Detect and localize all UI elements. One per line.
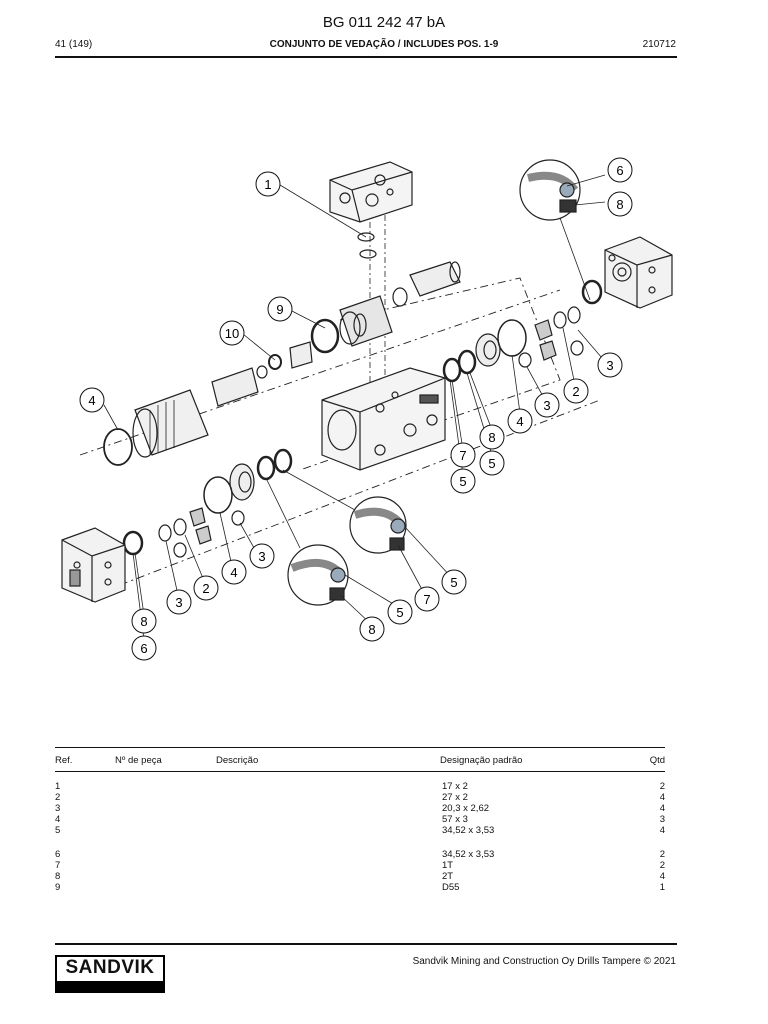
- seal-8-left: [273, 448, 293, 474]
- callout-8-left: 8: [131, 608, 157, 634]
- detail-view-top: [519, 159, 591, 301]
- svg-text:3: 3: [258, 549, 265, 564]
- callout-9: 9: [267, 296, 293, 322]
- col-header-description: Descrição: [216, 755, 259, 766]
- o-ring-3-right: [518, 352, 532, 368]
- col-header-part-no: Nº de peça: [115, 755, 162, 766]
- seal-7-right: [442, 357, 462, 383]
- o-ring-3-left: [173, 542, 187, 558]
- col-header-designation: Designação padrão: [440, 755, 523, 766]
- right-end-cover: [604, 236, 673, 309]
- seal-8-left-end: [122, 530, 144, 556]
- svg-text:5: 5: [459, 474, 466, 489]
- seal-8-right-end: [581, 279, 603, 305]
- right-fittings: [534, 319, 557, 361]
- o-ring-4-right: [497, 319, 527, 357]
- sandvik-logo: SANDVIK: [55, 955, 165, 993]
- header-rule: [55, 56, 677, 58]
- callout-3-mid: 3: [249, 543, 275, 569]
- svg-text:7: 7: [459, 448, 466, 463]
- o-ring-4-left: [103, 428, 133, 466]
- o-ring-2-right-a: [553, 311, 567, 329]
- callout-7-right: 7: [450, 442, 476, 468]
- callout-1: 1: [255, 171, 281, 197]
- callout-8-detail: 8: [359, 616, 385, 642]
- o-ring-2-left-b: [158, 524, 172, 542]
- svg-text:6: 6: [616, 163, 623, 178]
- callout-6-left: 6: [131, 635, 157, 661]
- upper-cartridge: [392, 261, 461, 307]
- seal-7-left: [256, 455, 276, 481]
- o-ring-2-right-b: [567, 306, 581, 324]
- callout-4-right: 4: [507, 408, 533, 434]
- svg-text:9: 9: [276, 302, 283, 317]
- svg-text:1: 1: [264, 177, 271, 192]
- svg-text:5: 5: [450, 575, 457, 590]
- callout-5-detail-b: 5: [387, 599, 413, 625]
- seal-9: [310, 318, 340, 354]
- document-date: 210712: [642, 39, 676, 50]
- svg-text:8: 8: [140, 614, 147, 629]
- callout-5-right-a: 5: [479, 450, 505, 476]
- callout-5-right-b: 5: [450, 468, 476, 494]
- o-ring-1b: [359, 249, 377, 259]
- callout-8-right: 8: [479, 424, 505, 450]
- document-title: BG 011 242 47 bA: [322, 14, 446, 31]
- o-ring-3-lower: [231, 510, 245, 526]
- o-ring-4-lower: [203, 476, 233, 514]
- callout-2-right: 2: [563, 378, 589, 404]
- main-spool: [339, 295, 393, 347]
- svg-text:6: 6: [140, 641, 147, 656]
- lower-piston: [229, 463, 255, 501]
- svg-text:4: 4: [230, 565, 237, 580]
- callout-4-lower: 4: [221, 559, 247, 585]
- left-end-cover: [61, 527, 126, 603]
- callout-3-right-a: 3: [597, 352, 623, 378]
- callout-3-left: 3: [166, 589, 192, 615]
- svg-text:8: 8: [368, 622, 375, 637]
- svg-text:2: 2: [572, 384, 579, 399]
- callout-3-right-b: 3: [534, 392, 560, 418]
- svg-text:4: 4: [88, 393, 95, 408]
- callout-6-top: 6: [607, 157, 633, 183]
- col-header-ref: Ref.: [55, 755, 73, 766]
- o-ring-2-left-a: [173, 518, 187, 536]
- svg-text:3: 3: [606, 358, 613, 373]
- exploded-assembly-drawing: 1 9 10 4 6 8 3 2 3 4 8 5 7 5 3 4 2 3 8 6…: [61, 157, 673, 661]
- callout-8-top: 8: [607, 191, 633, 217]
- detail-view-lower: [265, 477, 349, 606]
- callout-7-detail: 7: [414, 586, 440, 612]
- page-number: 41 (149): [55, 39, 93, 50]
- o-ring-1a: [357, 232, 375, 242]
- svg-text:4: 4: [516, 414, 523, 429]
- table-rule-header: [55, 771, 665, 772]
- callout-10: 10: [219, 320, 245, 346]
- col-header-qty: Qtd: [649, 755, 665, 766]
- spring-housing: [132, 389, 209, 458]
- svg-text:8: 8: [488, 430, 495, 445]
- svg-text:5: 5: [488, 456, 495, 471]
- right-piston: [475, 333, 501, 367]
- document-subtitle: CONJUNTO DE VEDAÇÃO / INCLUDES POS. 1-9: [269, 39, 499, 50]
- table-rule-top: [55, 747, 665, 748]
- callout-5-detail-a: 5: [441, 569, 467, 595]
- svg-text:3: 3: [543, 398, 550, 413]
- svg-text:2: 2: [202, 581, 209, 596]
- plunger-assembly: [211, 341, 313, 407]
- svg-text:7: 7: [423, 592, 430, 607]
- copyright-text: Sandvik Mining and Construction Oy Drill…: [412, 956, 676, 967]
- lower-fittings: [189, 507, 212, 545]
- svg-text:5: 5: [396, 605, 403, 620]
- center-body-block: [321, 367, 446, 471]
- footer-rule: [55, 943, 677, 945]
- svg-text:10: 10: [225, 326, 239, 341]
- svg-text:3: 3: [175, 595, 182, 610]
- o-ring-3-right-b: [570, 340, 584, 356]
- callout-2-left: 2: [193, 575, 219, 601]
- callout-4-left: 4: [79, 387, 105, 413]
- svg-text:8: 8: [616, 197, 623, 212]
- seal-8-right: [457, 349, 477, 375]
- detail-view-mid: [282, 469, 407, 554]
- top-valve-block: [329, 161, 413, 223]
